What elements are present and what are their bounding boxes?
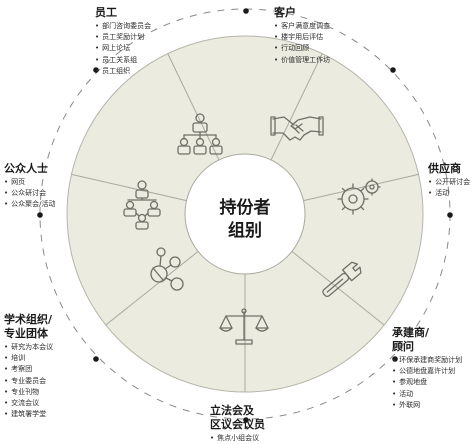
ring-chart: 持份者 组别 xyxy=(66,35,424,393)
segment-divider xyxy=(270,53,323,161)
segment-divider xyxy=(105,251,199,326)
list-item: 公开研讨会 xyxy=(428,177,470,188)
employee-hierarchy-icon xyxy=(177,113,223,155)
list-item: 外联网 xyxy=(392,400,462,411)
list-item: 网上论坛 xyxy=(95,43,151,54)
list-item: 公众聚会/活动 xyxy=(4,199,55,210)
activity-list: 网页 公众研讨会 公众聚会/活动 xyxy=(4,177,56,211)
dot-marker-top-right xyxy=(390,67,396,73)
list-item: 建筑署学堂 xyxy=(4,409,53,420)
list-item: 环保承建商奖励计划 xyxy=(392,355,462,366)
list-item: 考察团 xyxy=(4,364,53,375)
list-item: 员工奖励计划 xyxy=(95,32,151,43)
list-item: 研究为本会议 xyxy=(4,342,53,353)
center-title-line2: 组别 xyxy=(228,220,262,241)
stakeholder-group-public: 公众人士 网页 公众研讨会 公众聚会/活动 xyxy=(4,162,56,211)
list-item: 交流会议 xyxy=(4,398,53,409)
list-item: 专业刊物 xyxy=(4,387,53,398)
center-title-line1: 持份者 xyxy=(220,197,271,218)
segment-divider xyxy=(167,53,220,161)
stakeholder-group-suppliers: 供应商 公开研讨会 活动 xyxy=(428,162,470,199)
activity-list: 环保承建商奖励计划 公德地盘嘉许计划 参观地盘 活动 外联网 xyxy=(392,355,462,411)
group-title: 客户 xyxy=(274,6,296,19)
dot-marker-left xyxy=(37,212,43,218)
dot-marker-right xyxy=(447,212,453,218)
list-item: 员工组织 xyxy=(95,66,151,77)
molecule-icon xyxy=(150,247,184,291)
group-title-line2: 区议会议员 xyxy=(210,418,265,431)
scales-icon xyxy=(219,308,269,345)
list-item: 部门咨询委员会 xyxy=(95,21,151,32)
segment-divider xyxy=(303,173,419,202)
activity-list: 焦点小组会议 xyxy=(210,433,265,444)
list-item: 专业委员会 xyxy=(4,376,53,387)
activity-list: 研究为本会议 培训 考察团 专业委员会 专业刊物 交流会议 建筑署学堂 xyxy=(4,342,53,420)
list-item: 网页 xyxy=(4,177,56,188)
segment-icons xyxy=(123,113,381,345)
stakeholder-group-academic: 学术组织/ 专业团体 研究为本会议 培训 考察团 专业委员会 专业刊物 交流会议… xyxy=(4,313,53,420)
group-title-line1: 立法会及 xyxy=(210,404,254,417)
stakeholder-group-employees: 员工 部门咨询委员会 员工奖励计划 网上论坛 员工关系组 员工组织 xyxy=(95,6,151,77)
dot-marker-bottom-left xyxy=(93,356,99,362)
stakeholder-group-customers: 客户 客户满意度调查 楼宇用后评估 行动回顾 价值管理工作坊 xyxy=(274,6,330,66)
list-item: 参观地盘 xyxy=(392,377,462,388)
group-title: 供应商 xyxy=(428,162,461,175)
stakeholder-group-contractors: 承建商/ 顾问 环保承建商奖励计划 公德地盘嘉许计划 参观地盘 活动 外联网 xyxy=(392,326,462,411)
list-item: 公德地盘嘉许计划 xyxy=(392,366,462,377)
dot-marker-top xyxy=(243,8,249,14)
list-item: 活动 xyxy=(392,389,462,400)
list-item: 公众研讨会 xyxy=(4,188,56,199)
wrench-icon xyxy=(322,261,362,298)
gears-icon xyxy=(337,178,381,215)
list-item: 员工关系组 xyxy=(95,55,151,66)
list-item: 客户满意度调查 xyxy=(274,21,330,32)
dot-marker-bottom xyxy=(243,417,249,423)
activity-list: 部门咨询委员会 员工奖励计划 网上论坛 员工关系组 员工组织 xyxy=(95,21,151,77)
group-title: 公众人士 xyxy=(4,162,48,175)
center-disc xyxy=(184,153,306,275)
activity-list: 客户满意度调查 楼宇用后评估 行动回顾 价值管理工作坊 xyxy=(274,21,330,66)
handshake-icon xyxy=(270,116,324,141)
group-title-line1: 承建商/ xyxy=(392,326,430,339)
list-item: 行动回顾 xyxy=(274,43,330,54)
group-title-line1: 学术组织/ xyxy=(4,313,53,326)
activity-list: 公开研讨会 活动 xyxy=(428,177,470,199)
list-item: 价值管理工作坊 xyxy=(274,55,330,66)
stakeholder-group-legislators: 立法会及 区议会议员 焦点小组会议 xyxy=(210,404,265,444)
group-title: 员工 xyxy=(95,6,117,19)
group-title-line2: 专业团体 xyxy=(4,327,48,340)
list-item: 活动 xyxy=(428,188,470,199)
list-item: 焦点小组会议 xyxy=(210,433,265,444)
segment-divider xyxy=(71,173,187,202)
list-item: 培训 xyxy=(4,353,53,364)
list-item: 楼宇用后评估 xyxy=(274,32,330,43)
people-network-icon xyxy=(123,180,161,230)
group-title-line2: 顾问 xyxy=(392,340,414,353)
